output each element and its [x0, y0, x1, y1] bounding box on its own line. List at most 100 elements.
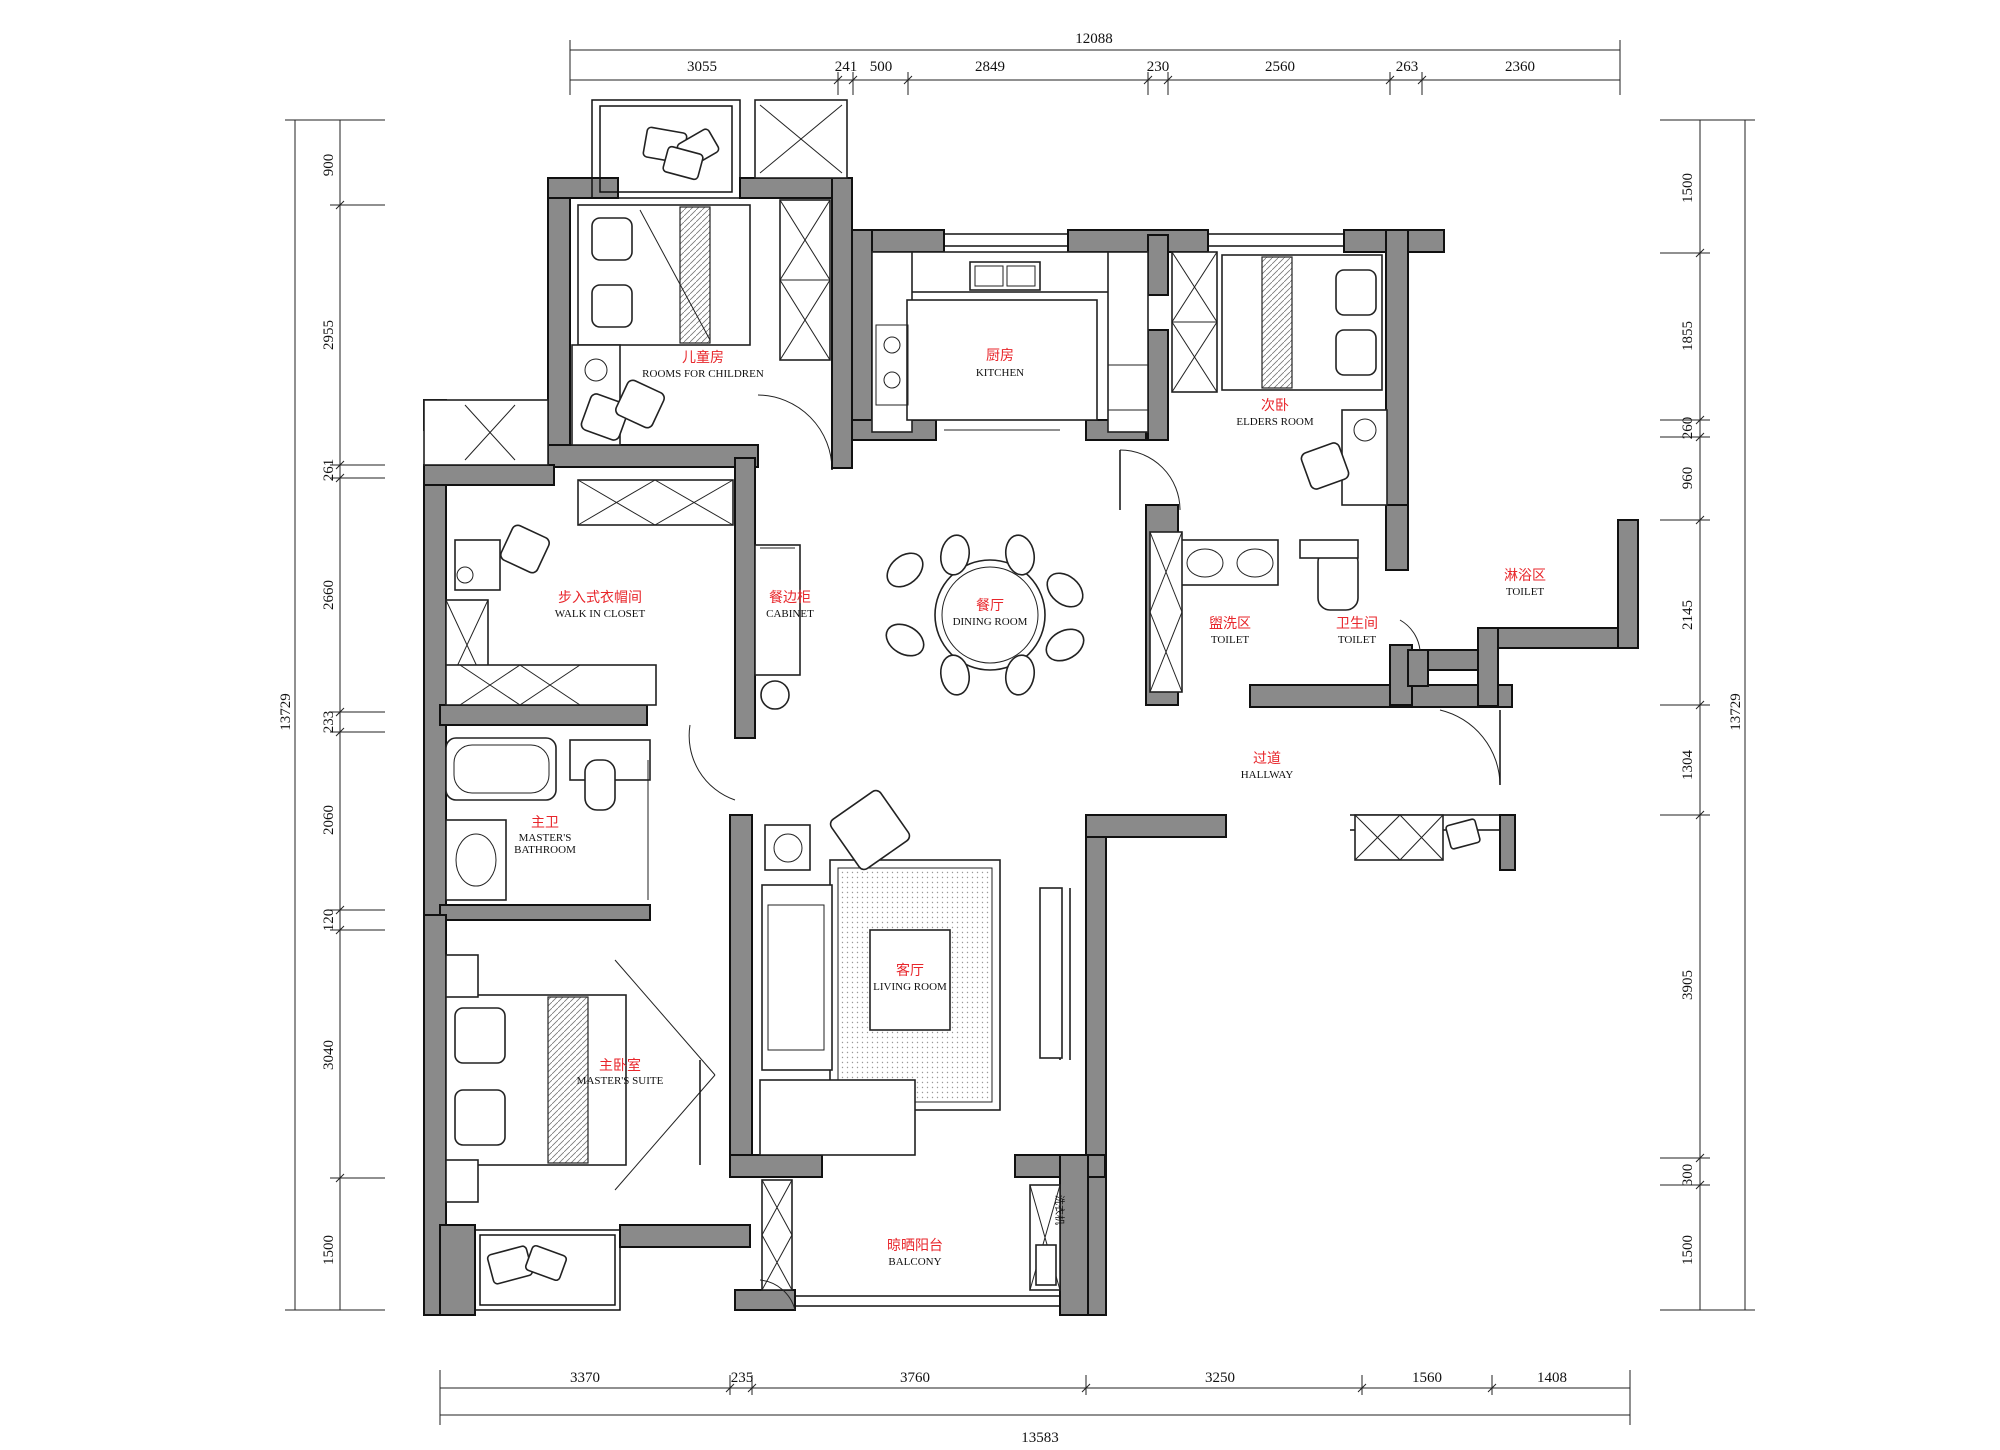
label-living-zh: 客厅: [896, 962, 924, 979]
label-cabinet-en: CABINET: [766, 608, 814, 620]
dim-bottom: 235: [731, 1370, 754, 1386]
dimension-tick: [1695, 432, 1705, 442]
dim-left: 2955: [321, 320, 337, 350]
dim-right: 960: [1680, 467, 1696, 490]
label-master-bath-en2: BATHROOM: [514, 844, 576, 856]
label-master-bath-en1: MASTER'S: [519, 832, 572, 844]
dimension-bottom: 3370 235 3760 3250 1560 1408 13583: [439, 1370, 1631, 1446]
dim-top: 2849: [975, 59, 1005, 75]
label-shower-en: TOILET: [1506, 586, 1545, 598]
dim-bottom-total: 13583: [1021, 1430, 1059, 1446]
label-hallway-zh: 过道: [1253, 751, 1281, 767]
label-children-zh: 儿童房: [682, 349, 724, 366]
dim-left: 2060: [321, 805, 337, 835]
dim-left: 900: [321, 154, 337, 177]
dim-left: 2660: [321, 580, 337, 610]
dimension-tick: [1695, 810, 1705, 820]
dim-top: 500: [870, 59, 893, 75]
dim-bottom: 3250: [1205, 1370, 1235, 1386]
dimension-tick: [335, 473, 345, 483]
dim-right: 1500: [1680, 1235, 1696, 1265]
dim-bottom: 3370: [570, 1370, 600, 1386]
label-elders-en: ELDERS ROOM: [1236, 416, 1314, 428]
dimension-tick: [1385, 75, 1395, 85]
dim-top-total: 12088: [1075, 31, 1113, 47]
dimension-left: 13729 900 2955 261 2660 233 2060 120 304…: [278, 119, 385, 1311]
label-balcony-zh: 晾晒阳台: [887, 1238, 943, 1254]
dimension-tick: [1695, 700, 1705, 710]
dimension-tick: [335, 905, 345, 915]
label-balcony-en: BALCONY: [888, 1256, 941, 1268]
dimension-tick: [833, 75, 843, 85]
label-toilet-en: TOILET: [1338, 634, 1377, 646]
dim-left: 1500: [321, 1235, 337, 1265]
label-hallway-en: HALLWAY: [1241, 769, 1294, 781]
dimension-tick: [335, 1173, 345, 1183]
dim-right-total: 13729: [1728, 693, 1744, 731]
label-master-suite-en: MASTER'S SUITE: [577, 1075, 664, 1087]
dim-top: 2560: [1265, 59, 1295, 75]
dim-right: 1500: [1680, 173, 1696, 203]
dim-right: 1304: [1680, 750, 1696, 781]
label-wash-en: TOILET: [1211, 634, 1250, 646]
dim-right: 260: [1680, 417, 1696, 440]
dim-top: 230: [1147, 59, 1170, 75]
label-dining-en: DINING ROOM: [953, 616, 1028, 628]
label-kitchen-zh: 厨房: [986, 348, 1014, 364]
dimension-tick: [1487, 1383, 1497, 1393]
dimension-tick: [335, 707, 345, 717]
coffee-table: [869, 929, 951, 1031]
dimension-tick: [1695, 415, 1705, 425]
dimension-tick: [335, 727, 345, 737]
dim-left: 3040: [321, 1040, 337, 1070]
label-master-suite-zh: 主卧室: [599, 1057, 641, 1074]
dimension-tick: [848, 75, 858, 85]
dimension-tick: [335, 200, 345, 210]
dim-top: 2360: [1505, 59, 1535, 75]
label-laundry: 洗衣机: [1053, 1195, 1066, 1225]
dining-table: [934, 559, 1046, 671]
dimension-right: 1500 1855 260 960 2145 1304 3905 300 150…: [1660, 119, 1755, 1311]
label-toilet-zh: 卫生间: [1336, 616, 1378, 632]
label-master-bath-zh: 主卫: [531, 815, 559, 831]
dimension-tick: [725, 1383, 735, 1393]
dimension-tick: [1695, 515, 1705, 525]
dim-right: 2145: [1680, 600, 1696, 630]
room-labels: 儿童房 ROOMS FOR CHILDREN 厨房 KITCHEN 次卧 ELD…: [514, 348, 1546, 1268]
label-closet-en: WALK IN CLOSET: [555, 608, 646, 620]
label-kitchen-en: KITCHEN: [976, 367, 1024, 379]
dim-top: 3055: [687, 59, 717, 75]
dimension-tick: [1143, 75, 1153, 85]
dim-top: 263: [1396, 59, 1419, 75]
dimension-tick: [1695, 1180, 1705, 1190]
dimension-tick: [903, 75, 913, 85]
dim-right: 1855: [1680, 321, 1696, 351]
label-cabinet-zh: 餐边柜: [769, 590, 811, 606]
tv-cabinet: [1039, 887, 1063, 1059]
dim-right: 300: [1680, 1164, 1696, 1187]
dimension-top: 12088 3055 241 500 2849 230 2560 263 236…: [569, 31, 1621, 95]
label-closet-zh: 步入式衣帽间: [558, 590, 642, 606]
dim-top: 241: [835, 59, 858, 75]
dim-bottom: 1408: [1537, 1370, 1567, 1386]
dim-left: 233: [321, 711, 337, 734]
walls: [423, 177, 1639, 1316]
dim-left: 120: [321, 909, 337, 932]
label-shower-zh: 淋浴区: [1504, 568, 1546, 584]
label-wash-zh: 盥洗区: [1209, 616, 1251, 632]
dim-right: 3905: [1680, 970, 1696, 1000]
dimension-tick: [335, 460, 345, 470]
sofa: [761, 884, 833, 1071]
dimension-tick: [1695, 248, 1705, 258]
dimension-tick: [1695, 1153, 1705, 1163]
cabinet-sideboard: [754, 544, 801, 676]
dim-left: 261: [321, 459, 337, 482]
label-dining-zh: 餐厅: [976, 598, 1004, 614]
dim-bottom: 1560: [1412, 1370, 1442, 1386]
label-children-en: ROOMS FOR CHILDREN: [642, 368, 764, 380]
label-living-en: LIVING ROOM: [873, 981, 947, 993]
dimension-tick: [335, 925, 345, 935]
dimension-tick: [747, 1383, 757, 1393]
dim-bottom: 3760: [900, 1370, 930, 1386]
